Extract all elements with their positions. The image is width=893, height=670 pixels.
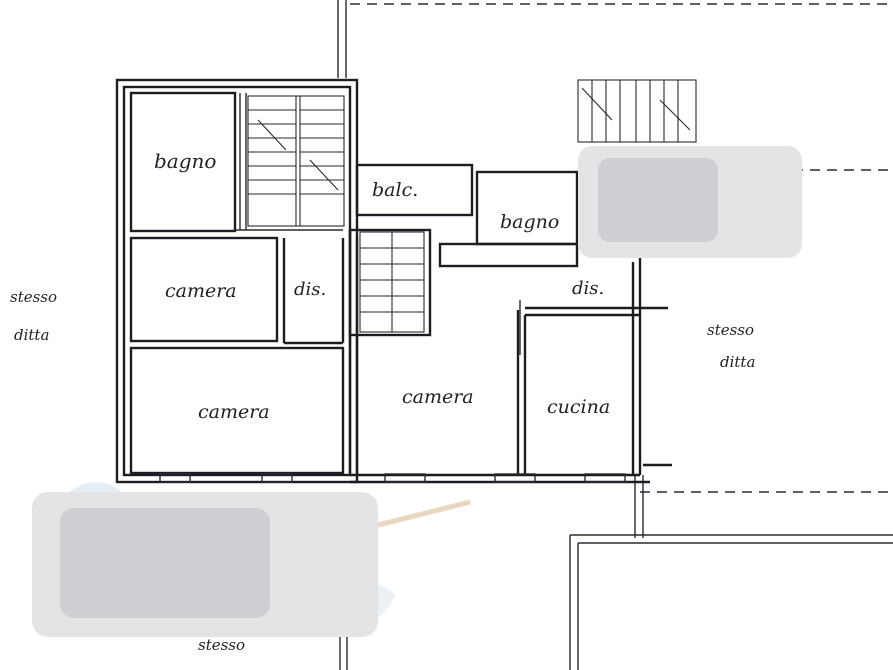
staircase-left	[247, 95, 345, 227]
room-label-bagno-right: bagno	[500, 211, 559, 233]
staircase-right	[359, 79, 697, 333]
interior-walls-left	[129, 91, 345, 475]
room-label-dis-left: dis.	[294, 279, 326, 300]
outside-label-bottom-1: stesso	[198, 636, 245, 654]
interior-walls-right	[348, 163, 668, 475]
outside-label-right-2: ditta	[720, 353, 755, 371]
room-label-bagno-left: bagno	[154, 149, 216, 173]
redaction-blur-top-right	[578, 146, 802, 258]
outside-label-left-2: ditta	[14, 326, 49, 344]
room-label-cucina: cucina	[547, 396, 610, 418]
windows-bottom	[159, 473, 626, 483]
room-label-dis-right: dis.	[572, 278, 604, 299]
room-label-camera-upper: camera	[165, 280, 237, 302]
redaction-blur-bottom-left	[32, 492, 378, 637]
room-label-balc: balc.	[372, 179, 418, 201]
room-label-camera-center: camera	[402, 386, 474, 408]
room-label-camera-lower: camera	[198, 401, 270, 423]
outside-label-left-1: stesso	[10, 288, 57, 306]
outside-label-right-1: stesso	[707, 321, 754, 339]
